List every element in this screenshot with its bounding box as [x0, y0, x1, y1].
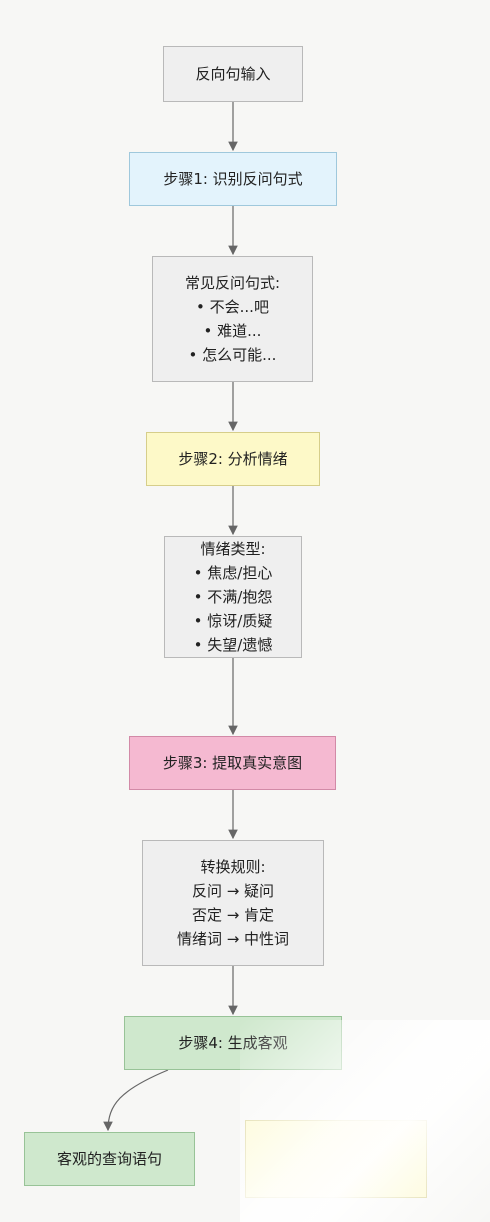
- input-node-label: 反向句输入: [195, 65, 271, 83]
- step2-node: 步骤2: 分析情绪: [146, 432, 320, 486]
- patterns-item: • 怎么可能...: [188, 346, 277, 364]
- step1-node-label: 步骤1: 识别反问句式: [163, 170, 303, 188]
- emotions-item: • 失望/遗憾: [193, 636, 273, 654]
- patterns-title: 常见反问句式:: [184, 274, 281, 292]
- emotions-title: 情绪类型:: [200, 540, 266, 558]
- step4-node-label: 步骤4: 生成客观: [178, 1034, 288, 1052]
- rules-node: 转换规则: 反问 → 疑问 否定 → 肯定 情绪词 → 中性词: [142, 840, 324, 966]
- rules-item: 反问 → 疑问: [191, 882, 275, 900]
- step2-node-label: 步骤2: 分析情绪: [178, 450, 288, 468]
- output-right-node: [245, 1120, 427, 1198]
- emotions-item: • 不满/抱怨: [193, 588, 273, 606]
- output-left-node: 客观的查询语句: [24, 1132, 195, 1186]
- output-left-label: 客观的查询语句: [56, 1150, 162, 1168]
- emotions-node: 情绪类型: • 焦虑/担心 • 不满/抱怨 • 惊讶/质疑 • 失望/遗憾: [164, 536, 302, 658]
- emotions-item: • 焦虑/担心: [193, 564, 273, 582]
- patterns-item: • 难道...: [203, 322, 262, 340]
- step1-node: 步骤1: 识别反问句式: [129, 152, 337, 206]
- patterns-item: • 不会...吧: [196, 298, 269, 316]
- rules-item: 情绪词 → 中性词: [176, 930, 290, 948]
- edge-step4-output-left: [103, 1069, 169, 1132]
- step4-node: 步骤4: 生成客观: [124, 1016, 342, 1070]
- emotions-item: • 惊讶/质疑: [193, 612, 273, 630]
- rules-item: 否定 → 肯定: [191, 906, 275, 924]
- rules-title: 转换规则:: [200, 858, 266, 876]
- patterns-node: 常见反问句式: • 不会...吧 • 难道... • 怎么可能...: [152, 256, 313, 382]
- input-node: 反向句输入: [163, 46, 303, 102]
- step3-node: 步骤3: 提取真实意图: [129, 736, 336, 790]
- step3-node-label: 步骤3: 提取真实意图: [162, 754, 303, 772]
